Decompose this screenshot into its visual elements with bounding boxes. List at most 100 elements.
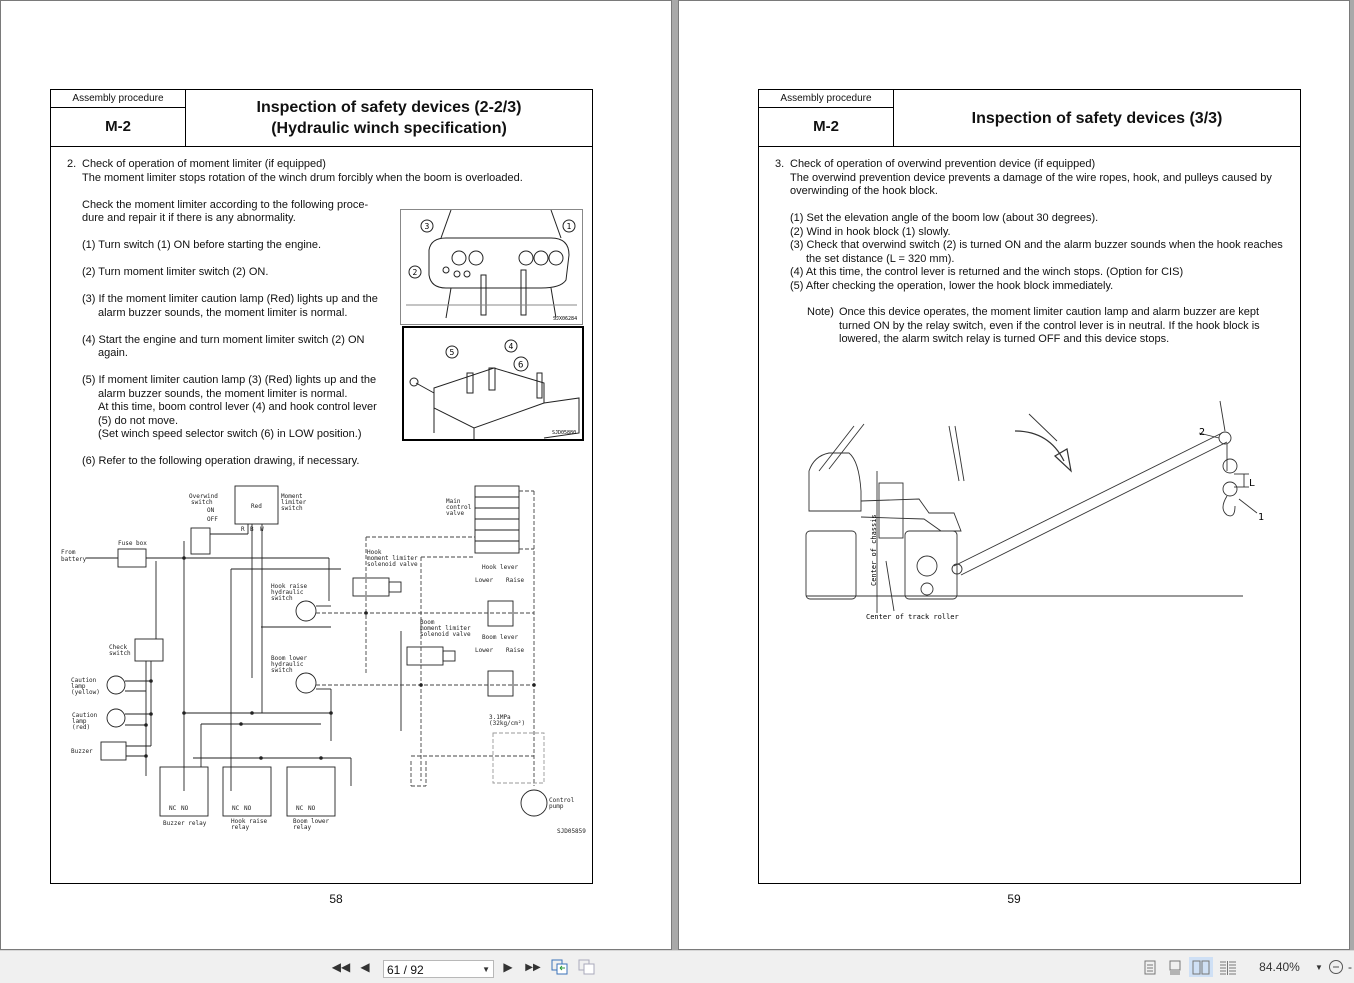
chevron-down-icon[interactable]: ▼: [482, 965, 490, 974]
label-r: R: [241, 526, 245, 533]
label-moment-limiter-switch: limiter: [281, 499, 307, 506]
text-line: (1) Set the elevation angle of the boom …: [790, 212, 1099, 224]
label-pressure: 3.1MPa: [489, 714, 511, 721]
label-fuse-box: Fuse box: [118, 540, 147, 547]
label-control-pump: pump: [549, 803, 564, 810]
next-page-button[interactable]: ▶: [500, 957, 516, 977]
label-boom-lower-switch: hydraulic: [271, 661, 304, 668]
instructions-text: Check of operation of moment limiter (if…: [82, 158, 523, 482]
continuous-icon: [1169, 960, 1181, 974]
instructions-text: Check of operation of overwind preventio…: [790, 158, 1283, 293]
label-caution-yellow: Caution: [71, 677, 97, 684]
zoom-out-button[interactable]: [1327, 957, 1345, 977]
label-caution-yellow: (yellow): [71, 689, 100, 696]
label-boom-lower-relay: relay: [293, 824, 311, 831]
text-line: (5) If moment limiter caution lamp (3) (…: [82, 374, 377, 386]
label-w: W: [260, 526, 264, 533]
zoom-in-button-partial[interactable]: -: [1348, 960, 1352, 974]
label-hook-raise-switch: Hook raise: [271, 583, 308, 590]
label-no: NO: [308, 805, 316, 812]
content-box: [758, 146, 1301, 884]
single-page-icon: [1144, 960, 1156, 974]
label-lower: Lower: [475, 577, 493, 584]
callout-2: 2: [413, 268, 418, 277]
continuous-facing-icon: [1220, 960, 1236, 975]
first-page-button[interactable]: ◀◀: [331, 957, 351, 977]
pdf-viewer-toolbar: ◀◀ ◀ 61 / 92▼ ▶ ▶▶ 84.40% ▼ -: [0, 950, 1354, 983]
drawing-code: SJD05859: [557, 828, 586, 835]
label-red: Red: [251, 503, 262, 510]
paragraph: Check of operation of moment limiter (if…: [82, 158, 523, 185]
label-buzzer-relay: Buzzer relay: [163, 820, 207, 827]
label-from-battery: From: [61, 549, 76, 556]
text-line: (Set winch speed selector switch (6) in …: [98, 428, 362, 440]
label-check-switch: switch: [109, 650, 131, 657]
next-view-button[interactable]: [577, 957, 597, 977]
single-page-view-button[interactable]: [1141, 957, 1159, 977]
label-boom-solenoid: solenoid valve: [420, 631, 471, 638]
continuous-facing-view-button[interactable]: [1218, 957, 1238, 977]
continuous-view-button[interactable]: [1166, 957, 1184, 977]
label-hook-raise-relay: Hook raise: [231, 818, 268, 825]
paragraph: (1) Set the elevation angle of the boom …: [790, 212, 1283, 226]
next-page-icon: ▶: [503, 960, 513, 974]
last-page-button[interactable]: ▶▶: [523, 957, 543, 977]
zoom-level[interactable]: 84.40%: [1259, 960, 1300, 974]
text-line: overwinding of the hook block.: [790, 185, 938, 197]
label-moment-limiter-switch: Moment: [281, 493, 303, 500]
callout-3: 3: [425, 222, 430, 231]
text-line: Check of operation of moment limiter (if…: [82, 158, 326, 170]
control-levers-illustration: 5 4 6 SJD05880: [409, 339, 580, 439]
zoom-out-icon: [1329, 960, 1343, 974]
paragraph: (2) Turn moment limiter switch (2) ON.: [82, 266, 523, 280]
label-overwind-switch: switch: [191, 499, 213, 506]
zoom-dropdown-icon[interactable]: ▼: [1315, 962, 1323, 972]
previous-view-icon: [551, 959, 568, 975]
label-moment-limiter-switch: switch: [281, 505, 303, 512]
label-lower: Lower: [475, 647, 493, 654]
text-line: (3) If the moment limiter caution lamp (…: [82, 293, 378, 305]
text-line: dure and repair it if there is any abnor…: [82, 212, 296, 224]
label-boom-lower-switch: switch: [271, 667, 293, 674]
label-raise: Raise: [506, 577, 524, 584]
label-from-battery: battery: [61, 556, 87, 563]
text-line: Check of operation of overwind preventio…: [790, 158, 1096, 170]
previous-page-icon: ◀: [360, 960, 370, 974]
photo-code: SJX06284: [553, 316, 577, 322]
label-boom-lever: Boom lever: [482, 634, 519, 641]
text-line: (2) Wind in hook block (1) slowly.: [790, 225, 951, 238]
label-caution-red: lamp: [72, 718, 87, 725]
label-caution-yellow: lamp: [71, 683, 86, 690]
label-caution-red: Caution: [72, 712, 98, 719]
page-number: 59: [1007, 892, 1021, 906]
label-overwind-switch: Overwind: [189, 493, 218, 500]
paragraph: (4) Start the engine and turn moment lim…: [82, 334, 523, 361]
label-no: NO: [244, 805, 252, 812]
text-line: (2) Turn moment limiter switch (2) ON.: [82, 266, 269, 278]
previous-page-button[interactable]: ◀: [357, 957, 373, 977]
label-main-control-valve: Main: [446, 498, 461, 505]
pdf-page-58: Assembly procedure M-2 Inspection of saf…: [0, 0, 672, 950]
text-line: lowered, the alarm switch relay is turne…: [839, 333, 1170, 345]
page-number: 58: [329, 892, 343, 906]
intro-paragraph: Check of operation of overwind preventio…: [790, 158, 1283, 199]
overwind-figure: 2 L 1 Center of chassis Center of track …: [805, 400, 1264, 621]
title-line: Inspection of safety devices (2-2/3): [256, 99, 522, 116]
text-line: (6) Refer to the following operation dra…: [82, 455, 360, 467]
page-number-field[interactable]: 61 / 92▼: [383, 960, 494, 978]
note-label: Note): [807, 306, 834, 318]
callout-1: 1: [567, 222, 572, 231]
paragraph: (5) If moment limiter caution lamp (3) (…: [82, 374, 523, 442]
text-line: (1) Turn switch (1) ON before starting t…: [82, 239, 322, 251]
text-line: alarm buzzer sounds, the moment limiter …: [98, 387, 348, 400]
page-title: Inspection of safety devices (2-2/3)(Hyd…: [186, 90, 592, 146]
facing-view-button[interactable]: [1189, 957, 1213, 977]
text-line: Check the moment limiter according to th…: [82, 198, 369, 211]
paragraph: (2) Wind in hook block (1) slowly.: [790, 226, 1283, 240]
header-code: M-2: [813, 118, 839, 135]
previous-view-button[interactable]: [550, 957, 570, 977]
facing-icon: [1192, 960, 1210, 974]
label-hook-raise-switch: hydraulic: [271, 589, 304, 596]
note-text: Once this device operates, the moment li…: [839, 306, 1260, 347]
header-caption: Assembly procedure: [759, 90, 893, 108]
